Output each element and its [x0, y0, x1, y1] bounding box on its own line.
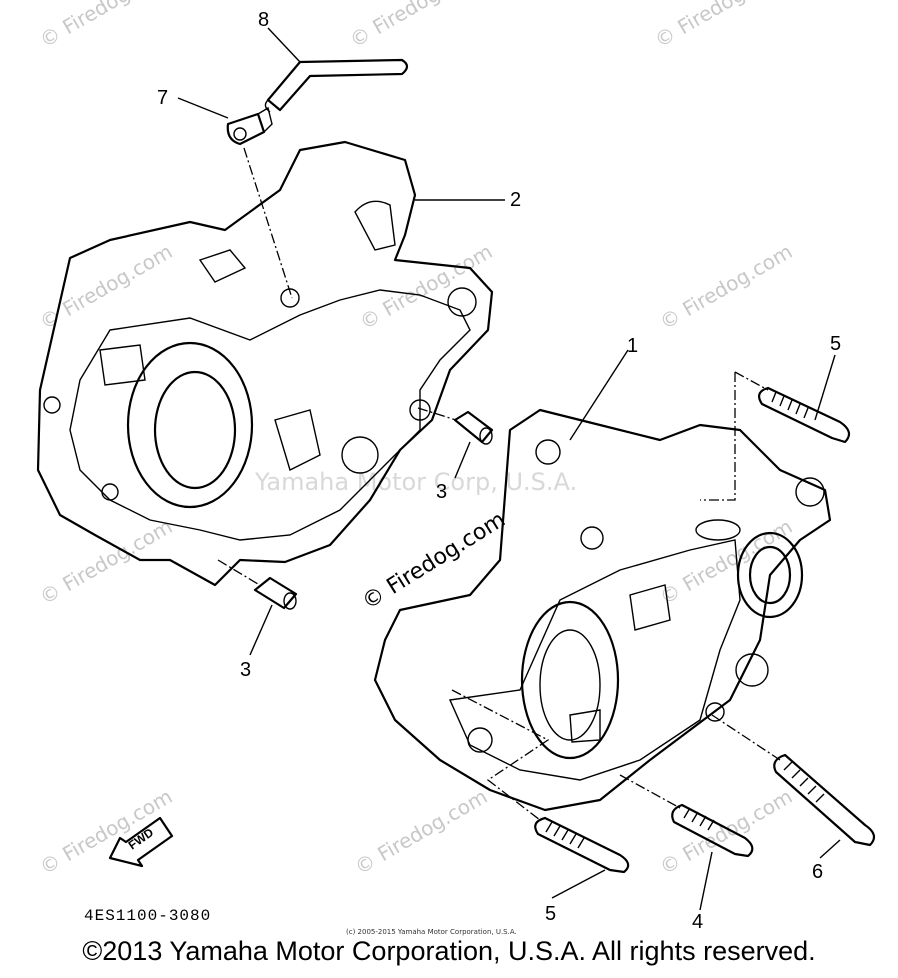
crankcase-half-left	[36, 140, 494, 587]
watermark-text: © Firedog.com	[351, 784, 492, 879]
watermark-text: © Firedog.com	[651, 0, 792, 52]
part-code: 4ES1100-3080	[84, 907, 211, 925]
fine-copyright: (c) 2005-2015 Yamaha Motor Corporation, …	[346, 928, 517, 936]
dowel-pin-lower	[253, 576, 298, 610]
bolt-axis-mid	[619, 774, 681, 809]
callout-7: 7	[157, 87, 168, 109]
watermark-text: © Firedog.com	[36, 0, 177, 52]
breather-hose	[264, 58, 409, 113]
callout-5-upper: 5	[830, 333, 841, 355]
footer-copyright: ©2013 Yamaha Motor Corporation, U.S.A. A…	[82, 936, 816, 966]
bolt-4	[671, 803, 754, 858]
bolt-axis-lower	[451, 689, 550, 821]
bolt-axis-upper	[700, 372, 736, 501]
bolt-5-upper	[758, 386, 851, 444]
bolt-5-lower	[534, 816, 630, 874]
callout-8: 8	[258, 9, 269, 31]
callout-5-lower: 5	[545, 903, 556, 925]
dowel-pin-upper	[453, 410, 494, 445]
watermark-text: © Firedog.com	[656, 784, 797, 879]
callout-2: 2	[510, 189, 521, 211]
callout-4: 4	[692, 911, 703, 933]
watermark-text: © Firedog.com	[36, 514, 177, 609]
callout-leaders	[177, 27, 841, 911]
watermark-layer: © Firedog.com © Firedog.com © Firedog.co…	[36, 0, 797, 879]
watermark-text: © Firedog.com	[36, 784, 177, 879]
watermark-text: © Firedog.com	[656, 514, 797, 609]
callout-3-lower: 3	[240, 659, 251, 681]
crankcase-half-right	[373, 408, 832, 812]
bolt-axis-upper-b	[734, 371, 769, 391]
bolt-axis-right	[711, 714, 781, 761]
center-watermark: © Firedog.com	[358, 507, 510, 615]
bolt-6	[773, 753, 876, 847]
dowel-leader-lower	[217, 559, 259, 585]
dowel-leader-upper	[417, 407, 457, 421]
watermark-text: © Firedog.com	[656, 239, 797, 334]
watermark-text: © Firedog.com	[356, 239, 497, 334]
hose-fitting	[226, 106, 273, 146]
watermark-text: © Firedog.com	[346, 0, 487, 52]
fitting-leader	[243, 147, 293, 299]
ghost-watermark: Yamaha Motor Corp, U.S.A.	[254, 468, 577, 496]
callout-6: 6	[812, 861, 823, 883]
callout-3-upper: 3	[436, 481, 447, 503]
callout-1: 1	[627, 335, 638, 357]
